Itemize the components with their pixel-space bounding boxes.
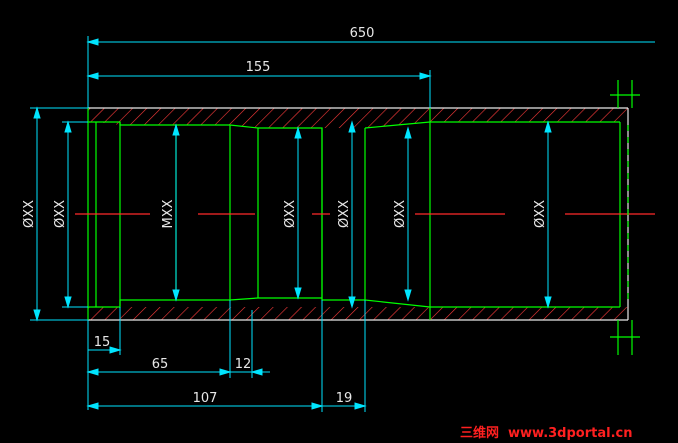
dim-groove-position: 107: [193, 391, 218, 406]
vertical-dimensions: [30, 106, 552, 322]
dim-chamfer-offset: 15: [94, 335, 111, 350]
dia-bore-right: ØXX: [393, 200, 408, 228]
horizontal-dimensions: [86, 36, 655, 412]
watermark-chinese: 三维网: [460, 425, 499, 441]
dim-bore-length: 155: [246, 60, 271, 75]
dim-section-b: 12: [235, 357, 252, 372]
break-marks: [610, 80, 640, 355]
dim-groove-width: 19: [336, 391, 353, 406]
dim-section-a: 65: [152, 357, 169, 372]
upper-wall: [88, 108, 628, 128]
lower-wall: [88, 307, 628, 320]
dia-inner-left: ØXX: [53, 200, 68, 228]
watermark: 三维网 www.3dportal.cn: [455, 421, 678, 443]
dia-groove: ØXX: [337, 200, 352, 228]
dia-outer-left: ØXX: [22, 200, 37, 228]
watermark-site: www.3dportal.cn: [508, 426, 632, 441]
dim-overall-length: 650: [350, 26, 375, 41]
dia-bore-end: ØXX: [533, 200, 548, 228]
dia-thread: MXX: [161, 199, 176, 228]
dia-bore-mid: ØXX: [283, 200, 298, 228]
